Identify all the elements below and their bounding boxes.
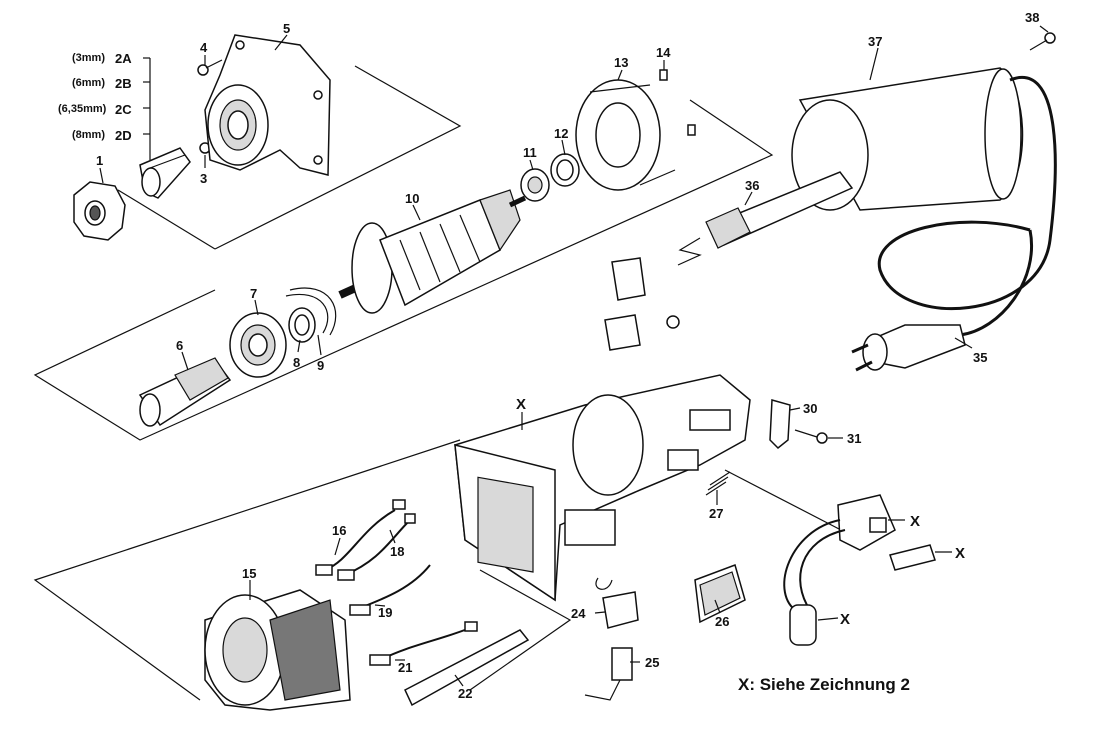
part-16-brush-lead xyxy=(315,499,406,576)
reference-note: X: Siehe Zeichnung 2 xyxy=(738,675,910,694)
part-11-bearing xyxy=(520,168,550,202)
label-part-27: 27 xyxy=(709,506,723,521)
label-part-30: 30 xyxy=(803,401,817,416)
part-31-screw xyxy=(794,429,828,444)
part-13-end-cap xyxy=(575,79,676,191)
label-part-2c: 2C xyxy=(115,102,132,117)
label-part-21: 21 xyxy=(398,660,412,675)
label-x-capacitor: X xyxy=(840,611,850,628)
part-9-circlip xyxy=(285,287,337,336)
label-x-clip: X xyxy=(955,545,965,562)
label-part-2b-size: (6mm) xyxy=(72,77,105,89)
label-part-12: 12 xyxy=(554,126,568,141)
label-part-24: 24 xyxy=(571,606,586,621)
label-part-22: 22 xyxy=(458,686,472,701)
part-2-collet xyxy=(139,147,191,199)
lower-assembly-outline xyxy=(33,439,871,701)
part-6-spindle xyxy=(138,357,232,427)
label-part-2d-size: (8mm) xyxy=(72,129,105,141)
label-part-2b: 2B xyxy=(115,76,132,91)
label-part-37: 37 xyxy=(868,34,882,49)
part-15-stator xyxy=(204,589,351,711)
label-part-16: 16 xyxy=(332,523,346,538)
label-part-2c-size: (6,35mm) xyxy=(58,103,107,115)
part-8-ring xyxy=(288,307,316,343)
leader-lines xyxy=(99,25,1049,687)
label-part-31: 31 xyxy=(847,431,861,446)
label-part-14: 14 xyxy=(656,45,671,60)
label-x-switch: X xyxy=(910,513,920,530)
part-5-flange xyxy=(204,34,331,176)
part-12-ring xyxy=(550,153,580,187)
part-1-nut xyxy=(73,181,126,241)
part-26-switch-button xyxy=(694,564,746,624)
brush-holder-upper xyxy=(604,257,680,351)
label-part-38: 38 xyxy=(1025,10,1039,25)
part-30-bracket xyxy=(769,399,791,450)
label-part-2a: 2A xyxy=(115,51,132,66)
part-37-motor-cover xyxy=(791,67,1024,211)
label-part-8: 8 xyxy=(293,355,300,370)
label-part-5: 5 xyxy=(283,21,290,36)
label-part-26: 26 xyxy=(715,614,729,629)
part-38-screw xyxy=(1029,32,1056,51)
label-part-3: 3 xyxy=(200,171,207,186)
part-27-spring xyxy=(705,471,731,496)
upper-assembly-outline xyxy=(33,65,774,441)
label-part-36: 36 xyxy=(745,178,759,193)
part-22-contact-bar xyxy=(404,629,530,707)
part-18-brush-lead xyxy=(337,513,416,581)
part-24-terminal xyxy=(595,577,639,629)
label-part-19: 19 xyxy=(378,605,392,620)
part-25-suppressor xyxy=(584,647,633,701)
label-part-7: 7 xyxy=(250,286,257,301)
label-part-15: 15 xyxy=(242,566,256,581)
part-10-armature xyxy=(338,189,527,314)
label-part-18: 18 xyxy=(390,544,404,559)
label-part-10: 10 xyxy=(405,191,419,206)
part-35-power-cord xyxy=(851,76,1057,372)
part-36-cord-protector xyxy=(677,171,854,266)
label-part-35: 35 xyxy=(973,350,987,365)
part-14-pins xyxy=(659,69,696,136)
label-part-4: 4 xyxy=(200,40,208,55)
label-part-2d: 2D xyxy=(115,128,132,143)
label-x-housing: X xyxy=(516,396,526,413)
main-housing xyxy=(454,374,751,602)
part-21-wire xyxy=(369,621,478,666)
label-part-2a-size: (3mm) xyxy=(72,52,105,64)
label-part-11: 11 xyxy=(523,145,537,160)
part-19-wire xyxy=(349,564,431,616)
label-part-6: 6 xyxy=(176,338,183,353)
label-part-9: 9 xyxy=(317,358,324,373)
part-7-bearing xyxy=(229,312,287,378)
label-part-1: 1 xyxy=(96,153,103,168)
part-4-screw xyxy=(197,59,223,76)
label-part-25: 25 xyxy=(645,655,659,670)
switch-assembly xyxy=(783,494,936,646)
label-part-13: 13 xyxy=(614,55,628,70)
